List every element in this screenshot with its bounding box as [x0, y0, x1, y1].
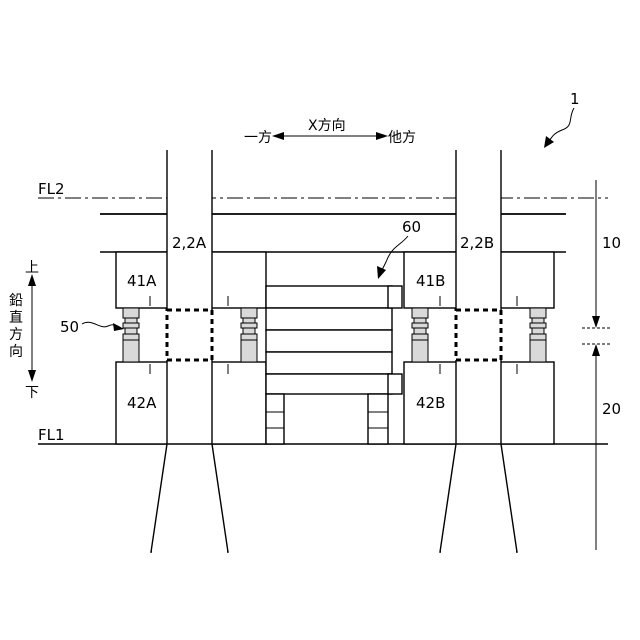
column-left-label: 2,2A [172, 234, 207, 252]
block-41b-label: 41B [416, 272, 445, 290]
column-2a-lower [167, 360, 212, 444]
floor-fl2-label: FL2 [38, 180, 65, 198]
block-42b-label: 42B [416, 394, 445, 412]
x-direction-left: 一方 [244, 130, 272, 146]
vertical-down-label: 下 [25, 385, 39, 401]
gap-box-left [167, 310, 212, 360]
floor-fl1-label: FL1 [38, 426, 65, 444]
block-41a-label: 41A [127, 272, 157, 290]
column-right-label: 2,2B [460, 234, 494, 252]
column-2a-upper [167, 150, 212, 310]
stack-device-60 [266, 286, 402, 444]
isolator-left-1 [123, 308, 139, 362]
vertical-label-char-4: 向 [9, 344, 23, 360]
vertical-label-char-1: 鉛 [9, 293, 23, 309]
isolator-left-2 [241, 308, 257, 362]
x-direction-label: X方向 [308, 118, 346, 134]
gap-box-right [456, 310, 501, 360]
vertical-label-char-2: 直 [9, 309, 23, 326]
isolator-right-2 [530, 308, 546, 362]
ref-main-1: 1 [570, 90, 580, 108]
leader-1 [548, 108, 574, 142]
vertical-direction-arrow [28, 274, 36, 382]
x-direction-right: 他方 [388, 130, 416, 146]
block-42a-label: 42A [127, 394, 157, 412]
column-2a-pile [151, 444, 228, 552]
column-2b-pile [440, 444, 517, 552]
ref-upper-zone-10: 10 [602, 234, 621, 252]
column-2b-upper [456, 150, 501, 310]
ref-lower-zone-20: 20 [602, 400, 621, 418]
vertical-label-char-3: 方 [9, 327, 23, 343]
vertical-up-label: 上 [25, 260, 39, 276]
ref-device-60: 60 [402, 218, 421, 236]
ref-isolator-50: 50 [60, 318, 79, 336]
isolator-right-1 [412, 308, 428, 362]
column-2b-lower [456, 360, 501, 444]
